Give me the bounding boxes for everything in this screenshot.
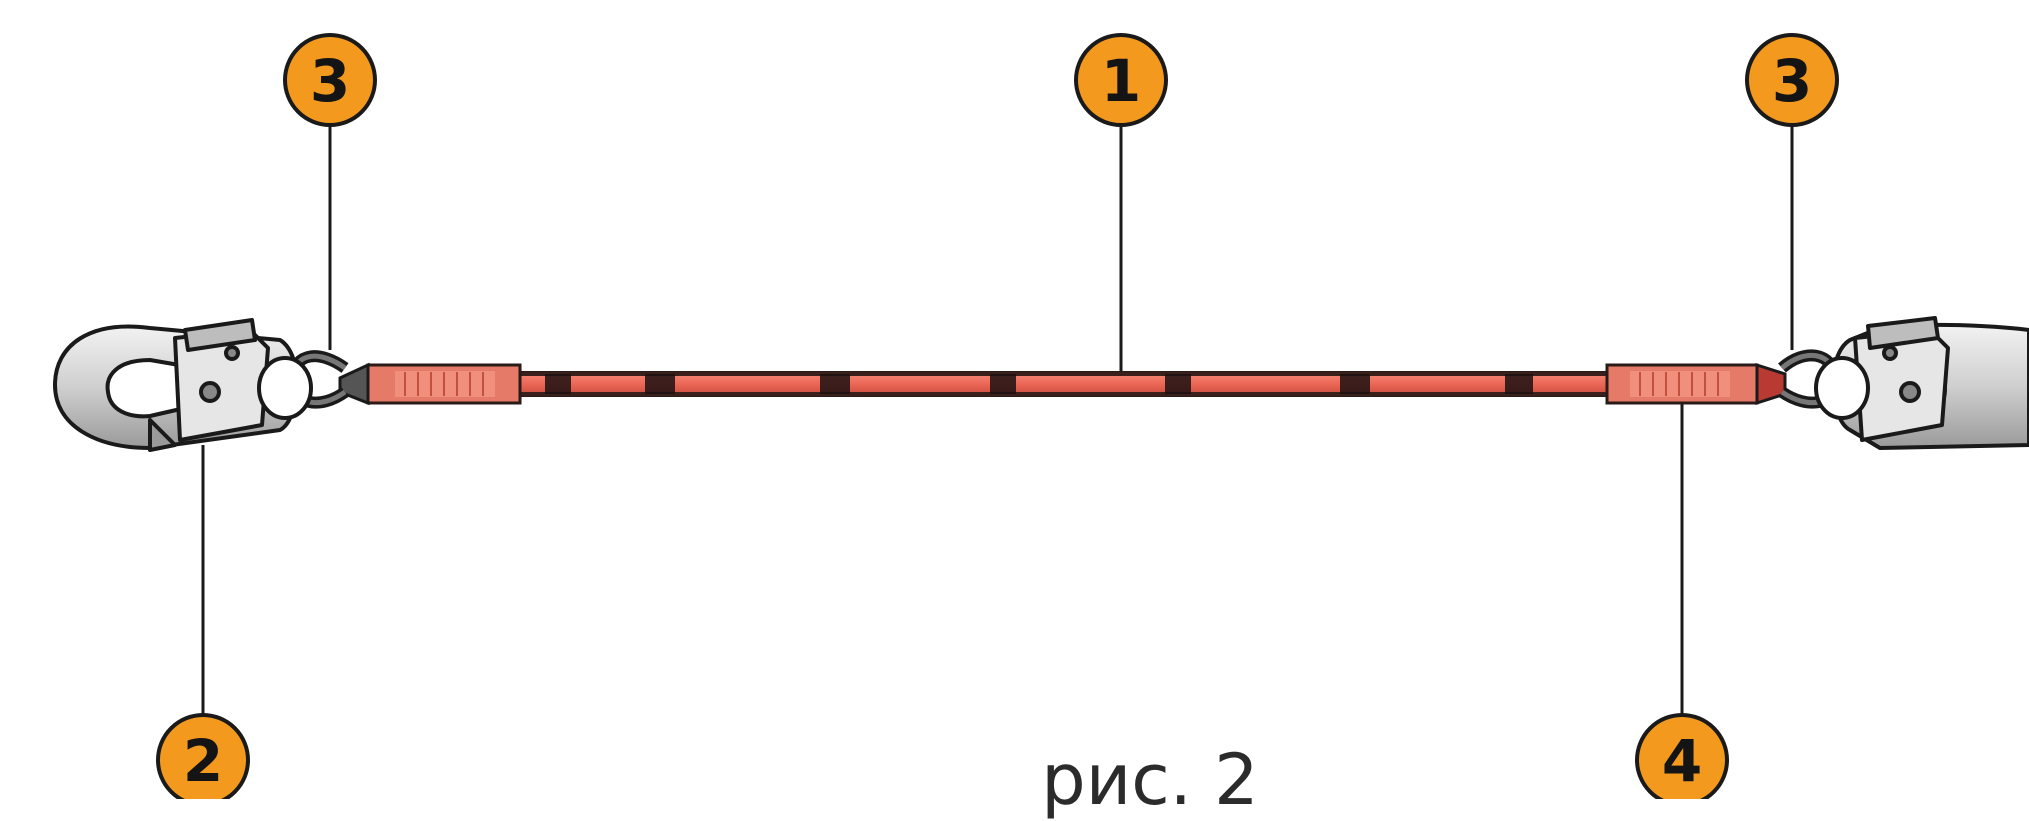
callout-3-right-label: 3 <box>1772 47 1812 115</box>
left-snap-hook <box>53 318 313 452</box>
left-sleeve <box>338 362 522 406</box>
callout-1-label: 1 <box>1101 47 1141 115</box>
callout-4: 4 <box>1635 713 1729 799</box>
callout-2-label: 2 <box>183 727 223 795</box>
lanyard-diagram: 1 3 3 2 4 <box>53 33 2029 799</box>
leader-lines <box>201 125 1794 720</box>
callout-2: 2 <box>156 713 250 799</box>
callout-4-label: 4 <box>1662 727 1702 795</box>
right-sleeve <box>1605 362 1787 406</box>
callout-3-left-label: 3 <box>310 47 350 115</box>
callout-1: 1 <box>1074 33 1168 127</box>
strap <box>499 371 1641 397</box>
right-snap-hook <box>1814 316 2029 450</box>
figure-caption: рис. 2 <box>1041 739 1259 821</box>
callout-3-right: 3 <box>1745 33 1839 127</box>
callout-3-left: 3 <box>283 33 377 127</box>
